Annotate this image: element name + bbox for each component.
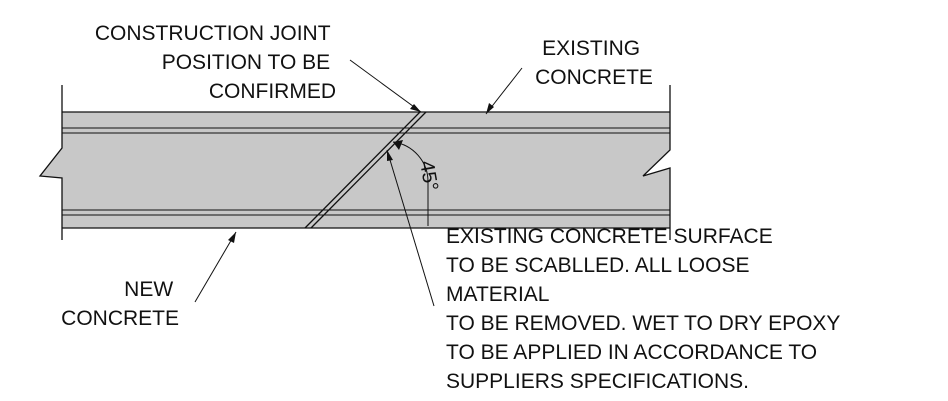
surface-note: EXISTING CONCRETE SURFACE TO BE SCABLLED…: [446, 225, 846, 393]
surface-note-leader: [386, 149, 435, 307]
construction-joint-label-line-1: CONSTRUCTION JOINT: [95, 22, 331, 45]
construction-joint-leader: [349, 59, 422, 113]
construction-joint-label-line-3: CONFIRMED: [209, 80, 336, 103]
construction-joint-label: CONSTRUCTION JOINT POSITION TO BE CONFIR…: [95, 22, 336, 103]
existing-concrete-label-line-2: CONCRETE: [535, 66, 653, 89]
existing-concrete-label-line-1: EXISTING: [542, 37, 640, 60]
angle-arrowhead: [393, 140, 403, 150]
existing-concrete-leader: [485, 67, 523, 115]
surface-note-line-4: TO BE REMOVED. WET TO DRY EPOXY: [446, 312, 840, 335]
surface-note-line-6: SUPPLIERS SPECIFICATIONS.: [446, 370, 749, 393]
construction-joint: [304, 111, 427, 229]
construction-joint-label-line-2: POSITION TO BE: [162, 51, 330, 74]
surface-note-line-1: EXISTING CONCRETE SURFACE: [446, 225, 773, 248]
new-concrete-leader: [194, 231, 237, 303]
joint-line-2: [310, 111, 427, 229]
new-concrete-label-line-1: NEW: [124, 278, 173, 301]
surface-note-line-5: TO BE APPLIED IN ACCORDANCE TO: [446, 341, 817, 364]
right-break-line: [642, 85, 671, 240]
left-break-line: [38, 85, 63, 240]
concrete-slab: [38, 85, 671, 240]
surface-note-line-3: MATERIAL: [446, 283, 549, 306]
joint-line-1: [304, 111, 421, 229]
angle-dimension: 45°: [392, 140, 442, 226]
angle-label: 45°: [415, 159, 442, 193]
surface-note-line-2: TO BE SCABLLED. ALL LOOSE: [446, 254, 749, 277]
existing-concrete-label: EXISTING CONCRETE: [535, 37, 653, 89]
new-concrete-label: NEW CONCRETE: [61, 278, 179, 330]
slab-fill: [40, 112, 670, 228]
new-concrete-label-line-2: CONCRETE: [61, 307, 179, 330]
